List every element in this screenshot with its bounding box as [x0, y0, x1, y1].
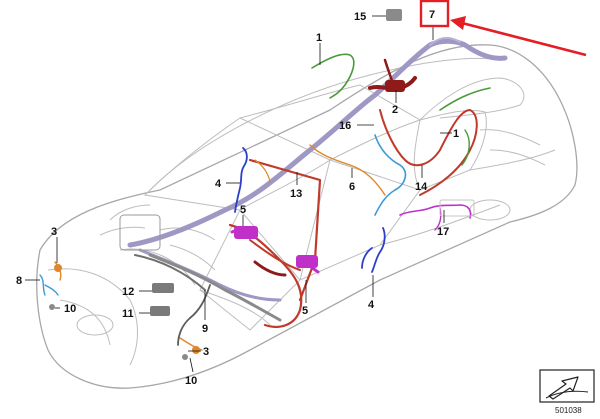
callout-4-left: 4 — [215, 178, 222, 190]
callout-5-right: 5 — [302, 305, 308, 317]
callout-1-right: 1 — [453, 128, 459, 140]
callout-10-top: 10 — [64, 303, 76, 315]
callout-16: 16 — [339, 120, 351, 132]
callout-10-bottom: 10 — [185, 375, 197, 387]
red-harness — [228, 223, 303, 328]
callout-11: 11 — [122, 308, 134, 320]
reference-number: 501038 — [555, 406, 582, 415]
car-body-outline — [36, 44, 578, 389]
light-blue-harness — [374, 134, 407, 216]
part-2-connector — [385, 80, 405, 92]
callout-3-bottom: 3 — [203, 346, 209, 358]
components — [49, 9, 475, 360]
part-3-connector-bottom — [192, 346, 200, 354]
green-harness — [311, 53, 355, 99]
part-5-connector-left — [234, 226, 258, 239]
callout-12: 12 — [122, 286, 134, 298]
callout-2: 2 — [392, 104, 398, 116]
callout-labels: 1 1 2 3 3 4 4 5 5 6 7 8 9 10 10 11 12 13… — [16, 9, 459, 387]
harness-9 — [177, 284, 211, 346]
callout-7: 7 — [429, 9, 435, 21]
callout-15: 15 — [354, 11, 366, 23]
leader-lines — [25, 15, 452, 373]
part-3-connector-top — [54, 264, 62, 272]
dark-blue-harness-right — [361, 227, 386, 273]
magenta-harness-17 — [399, 204, 472, 219]
main-harness-purple — [127, 38, 508, 248]
callout-8: 8 — [16, 275, 22, 287]
callout-4-right: 4 — [368, 299, 375, 311]
part-10-grommet-top — [49, 304, 55, 310]
orange-harness — [309, 144, 386, 196]
harness-lines — [39, 36, 508, 351]
dark-blue-harness-left — [234, 147, 248, 213]
part-12-bracket — [152, 283, 174, 293]
callout-5-left: 5 — [240, 204, 246, 216]
callout-1-left: 1 — [316, 32, 322, 44]
engine-block — [119, 214, 161, 251]
highlight-box — [419, 0, 450, 28]
part-15-module — [386, 9, 402, 21]
callout-3-top: 3 — [51, 226, 57, 238]
reference-icon: 501038 — [539, 369, 595, 415]
part-10-grommet-bottom — [182, 354, 188, 360]
part-5-connector-right — [296, 255, 318, 268]
part-11-bracket — [150, 306, 170, 316]
highlight-callout-7 — [419, 0, 587, 57]
callout-9: 9 — [202, 323, 208, 335]
callout-13: 13 — [290, 188, 302, 200]
callout-17: 17 — [437, 226, 449, 238]
highlight-arrow — [461, 21, 587, 57]
callout-6: 6 — [349, 181, 355, 193]
callout-14: 14 — [415, 181, 428, 193]
